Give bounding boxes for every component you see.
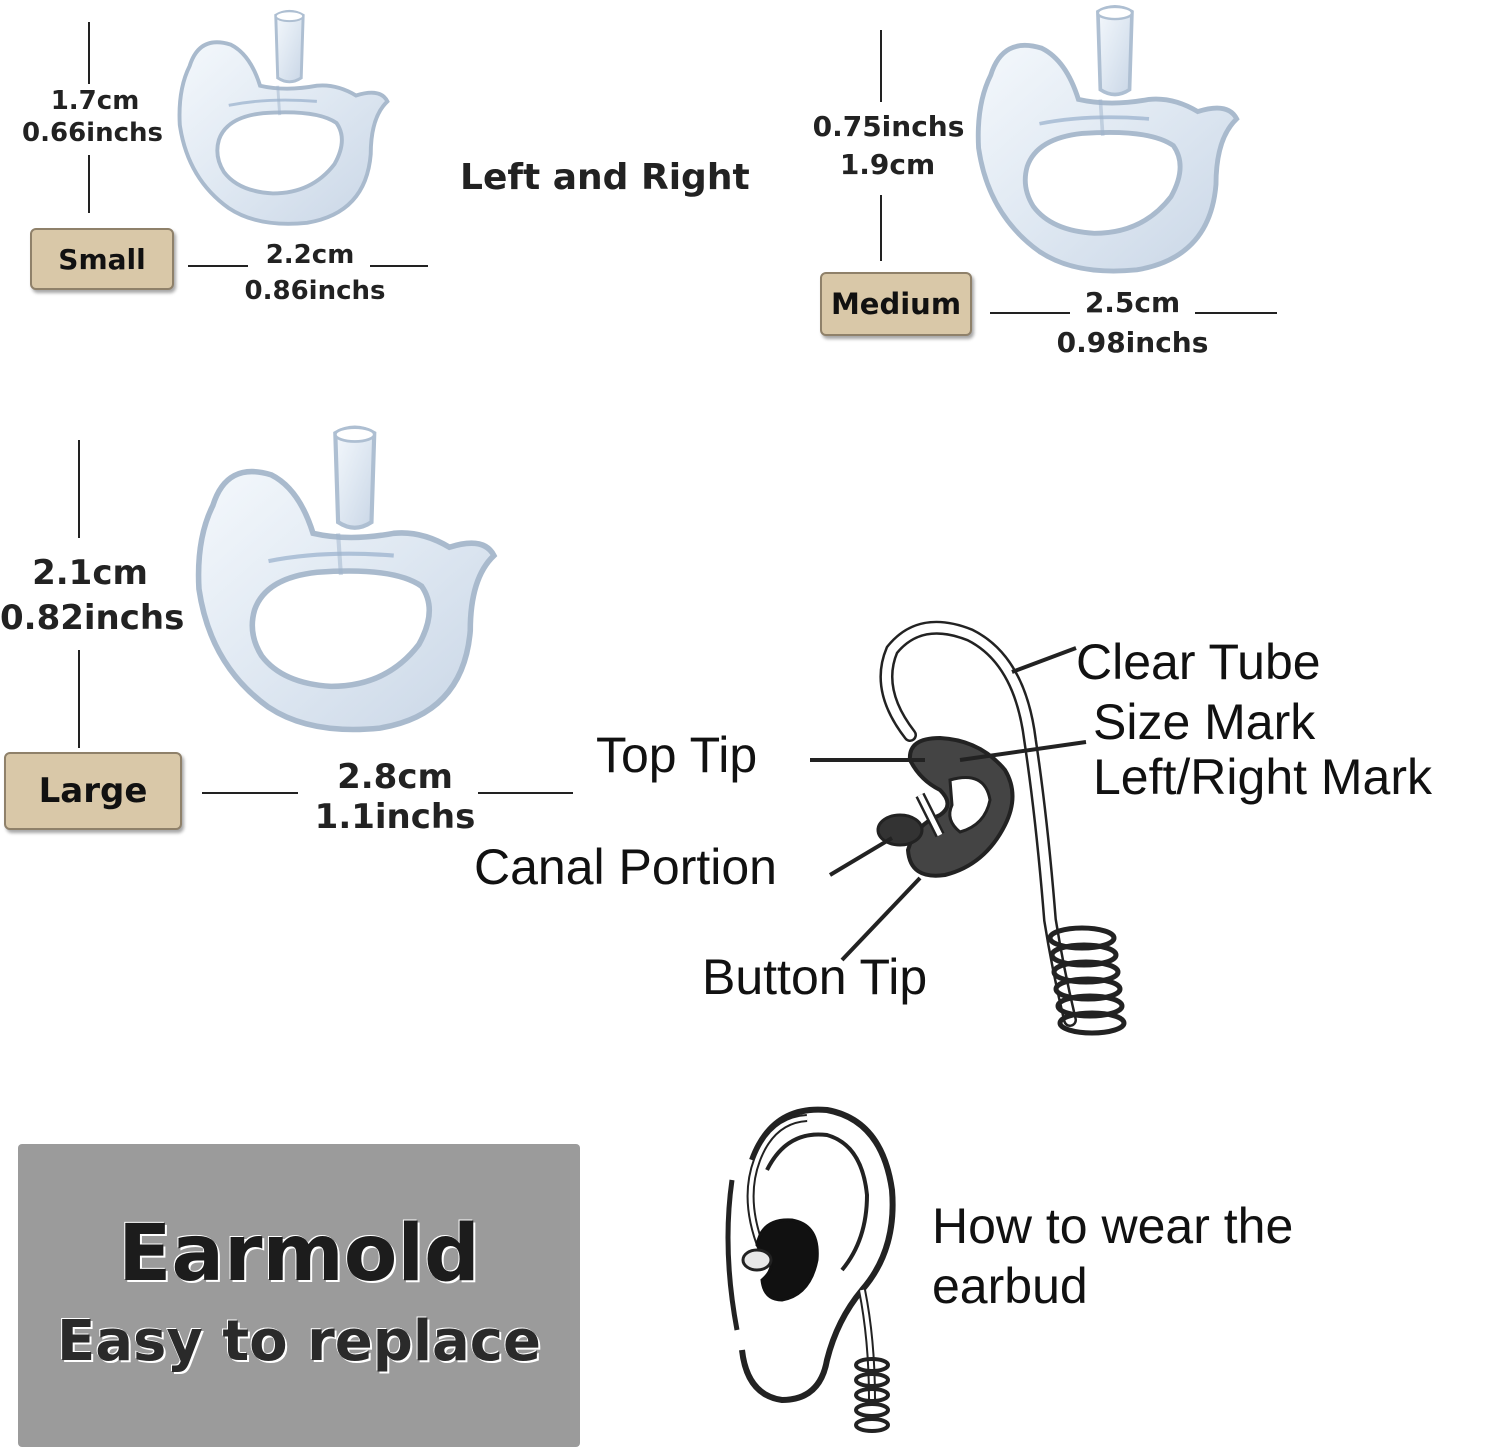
promo-title: Earmold (118, 1209, 480, 1300)
size-mark-label: Size Mark (1093, 694, 1316, 750)
medium-size-badge: Medium (820, 272, 972, 336)
medium-width-line-left (990, 312, 1070, 314)
top-tip-label: Top Tip (596, 727, 758, 783)
clear-tube-label: Clear Tube (1076, 634, 1321, 690)
small-size-badge: Small (30, 228, 174, 290)
button-tip-label: Button Tip (702, 949, 928, 1005)
large-width-cm: 2.8cm (337, 757, 453, 797)
large-size-badge: Large (4, 752, 182, 830)
how-to-wear-line2: earbud (932, 1258, 1088, 1314)
medium-height-line-bottom (880, 195, 882, 261)
small-width-line-right (370, 265, 428, 267)
small-height-line-bottom (88, 155, 90, 213)
left-right-mark-label: Left/Right Mark (1093, 749, 1433, 805)
earbud-diagram (810, 620, 1127, 1036)
medium-width-in: 0.98inchs (1056, 326, 1209, 359)
small-height-in: 0.66inchs (22, 118, 163, 148)
medium-height-line-top (880, 30, 882, 102)
medium-width-cm: 2.5cm (1084, 286, 1181, 319)
large-width-line-left (202, 792, 298, 794)
medium-width-line-right (1195, 312, 1277, 314)
how-to-wear-line1: How to wear the (932, 1198, 1294, 1254)
small-width-line-left (188, 265, 248, 267)
large-earmold-image (182, 422, 522, 742)
small-height-line-top (88, 22, 90, 84)
large-height-cm: 2.1cm (32, 553, 148, 593)
medium-earmold-image (965, 2, 1260, 282)
large-height-line-bottom (78, 650, 80, 748)
medium-height-in: 0.75inchs (812, 110, 965, 143)
large-width-in: 1.1inchs (314, 797, 476, 837)
small-earmold-image (177, 9, 390, 226)
ear-illustration (725, 1106, 896, 1433)
small-height-cm: 1.7cm (50, 86, 140, 116)
large-width-line-right (478, 792, 573, 794)
canal-portion-label: Canal Portion (474, 839, 777, 895)
medium-height-cm: 1.9cm (839, 148, 936, 181)
left-and-right-label: Left and Right (460, 157, 750, 198)
large-height-in: 0.82inchs (0, 598, 185, 638)
promo-subtitle: Easy to replace (57, 1309, 541, 1374)
small-width-cm: 2.2cm (265, 240, 355, 270)
small-width-in: 0.86inchs (244, 276, 386, 306)
large-height-line-top (78, 440, 80, 538)
promo-box: Earmold Easy to replace (18, 1144, 580, 1447)
